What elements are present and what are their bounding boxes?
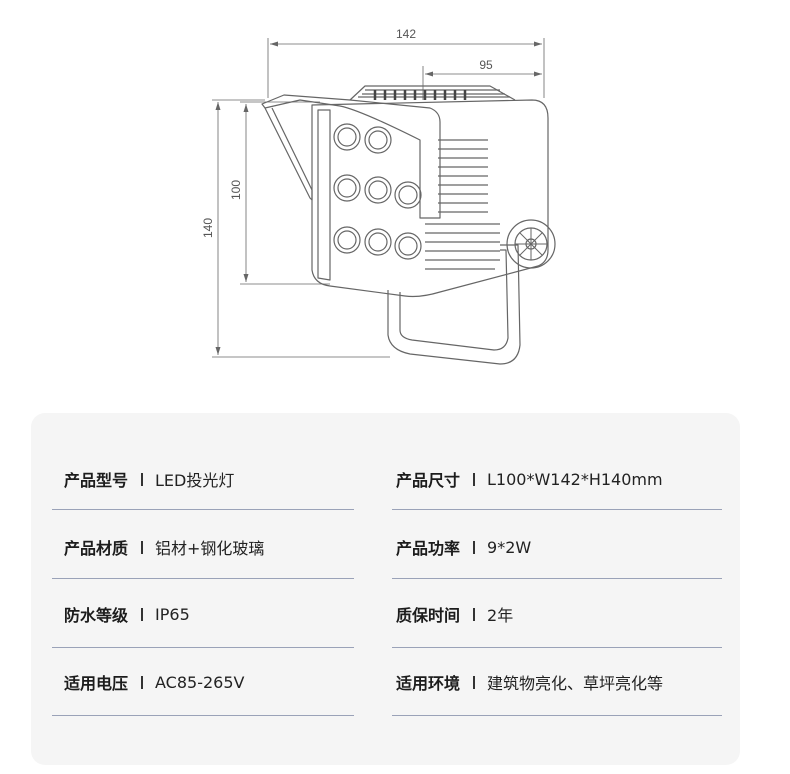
- spec-label: 适用电压: [64, 674, 129, 693]
- spec-row-waterproof: 防水等级 IP65: [64, 603, 190, 626]
- separator-bar: [141, 675, 144, 689]
- spec-row-power: 产品功率 9*2W: [396, 536, 532, 559]
- divider-line: [52, 647, 354, 648]
- spec-value: 2年: [487, 606, 514, 625]
- dim-width-total: 142: [396, 27, 416, 41]
- spec-label: 产品功率: [396, 539, 461, 558]
- divider-line: [52, 509, 354, 510]
- spec-panel: [31, 413, 740, 765]
- separator-bar: [141, 472, 144, 486]
- dim-width-partial: 95: [479, 58, 493, 72]
- separator-bar: [473, 472, 476, 486]
- divider-line: [392, 578, 722, 579]
- dim-height-total: 140: [201, 218, 215, 238]
- spec-label: 适用环境: [396, 674, 461, 693]
- separator-bar: [473, 540, 476, 554]
- spec-row-warranty: 质保时间 2年: [396, 603, 513, 625]
- spec-label: 防水等级: [64, 606, 129, 625]
- separator-bar: [473, 675, 476, 689]
- separator-bar: [141, 540, 144, 554]
- spec-value: IP65: [155, 604, 190, 624]
- spec-label: 质保时间: [396, 606, 461, 625]
- spec-value: LED投光灯: [155, 471, 235, 490]
- dim-height-inner: 100: [229, 180, 243, 200]
- separator-bar: [141, 607, 144, 621]
- product-technical-drawing: 142 95 100 140: [201, 27, 556, 365]
- spec-row-voltage: 适用电压 AC85-265V: [64, 671, 245, 694]
- spec-label: 产品尺寸: [396, 471, 461, 490]
- spec-value: AC85-265V: [155, 672, 245, 692]
- separator-bar: [473, 607, 476, 621]
- spec-value: L100*W142*H140mm: [487, 469, 663, 489]
- spec-row-model: 产品型号 LED投光灯: [64, 468, 234, 490]
- spec-label: 产品型号: [64, 471, 129, 490]
- divider-line: [392, 715, 722, 716]
- spec-value: 铝材+钢化玻璃: [155, 539, 265, 558]
- spec-label: 产品材质: [64, 539, 129, 558]
- divider-line: [392, 647, 722, 648]
- spec-value: 建筑物亮化、草坪亮化等: [487, 674, 664, 693]
- spec-value: 9*2W: [487, 537, 532, 557]
- divider-line: [392, 509, 722, 510]
- spec-row-environment: 适用环境 建筑物亮化、草坪亮化等: [396, 671, 663, 693]
- spec-row-material: 产品材质 铝材+钢化玻璃: [64, 536, 264, 558]
- divider-line: [52, 715, 354, 716]
- spec-row-size: 产品尺寸 L100*W142*H140mm: [396, 468, 663, 491]
- divider-line: [52, 578, 354, 579]
